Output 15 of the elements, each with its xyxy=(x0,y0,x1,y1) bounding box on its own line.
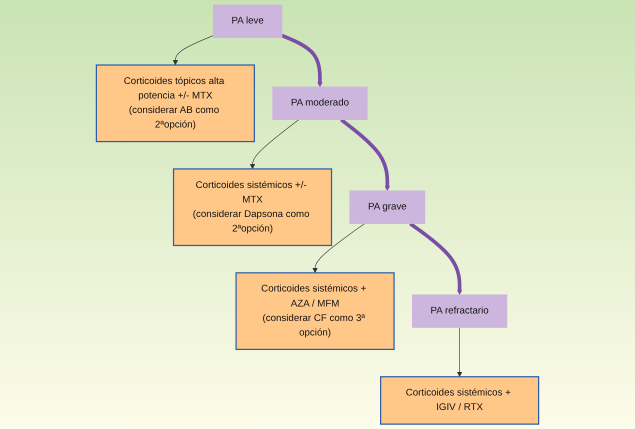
node-box: Corticoides tópicos alta potencia +/- MTX (considerar AB como 2ªopción) xyxy=(96,64,255,142)
node-box: PA leve xyxy=(213,4,282,38)
node-box: PA moderado xyxy=(272,86,368,120)
arrow xyxy=(312,223,365,274)
arrow xyxy=(409,222,462,295)
node-box: PA refractario xyxy=(412,294,508,328)
arrow xyxy=(281,34,323,88)
arrow xyxy=(250,119,299,170)
arrow xyxy=(456,327,462,377)
node-box: PA grave xyxy=(349,190,426,224)
node-box: Corticoides sistémicos +/- MTX (considerar Dapsona como 2ªopción) xyxy=(172,168,332,246)
arrow xyxy=(172,35,214,66)
node-box: Corticoides sistémicos + AZA / MFM (considerar CF como 3ª opción) xyxy=(235,272,395,350)
arrow xyxy=(340,118,390,192)
node-box: Corticoides sistémicos + IGIV / RTX xyxy=(380,376,540,425)
